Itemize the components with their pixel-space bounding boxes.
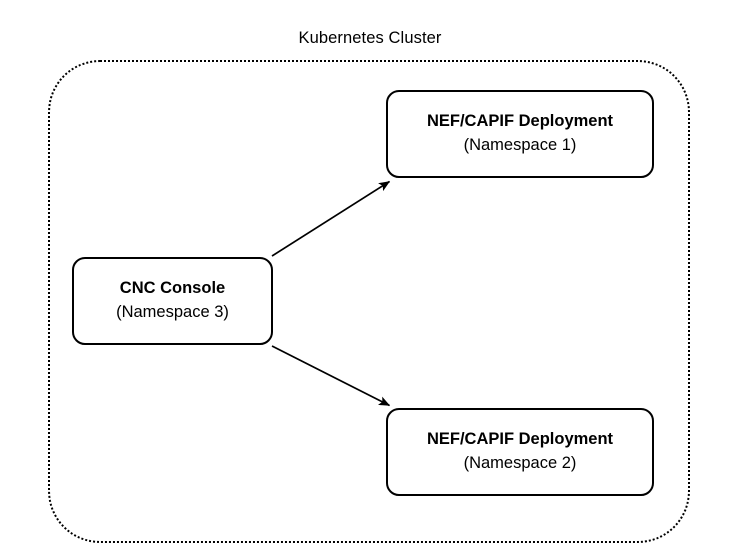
node-nef-capif-deployment-2[interactable]: NEF/CAPIF Deployment (Namespace 2) xyxy=(386,408,654,496)
node-nef-capif-deployment-1[interactable]: NEF/CAPIF Deployment (Namespace 1) xyxy=(386,90,654,178)
kubernetes-cluster-boundary xyxy=(48,60,690,543)
node-title: NEF/CAPIF Deployment xyxy=(426,430,614,449)
node-subtitle: (Namespace 2) xyxy=(463,454,577,473)
node-title: NEF/CAPIF Deployment xyxy=(426,112,614,131)
node-subtitle: (Namespace 3) xyxy=(116,303,229,322)
cluster-title: Kubernetes Cluster xyxy=(298,29,442,47)
node-cnc-console[interactable]: CNC Console (Namespace 3) xyxy=(72,257,273,345)
node-subtitle: (Namespace 1) xyxy=(463,136,577,155)
node-title: CNC Console xyxy=(119,279,226,298)
